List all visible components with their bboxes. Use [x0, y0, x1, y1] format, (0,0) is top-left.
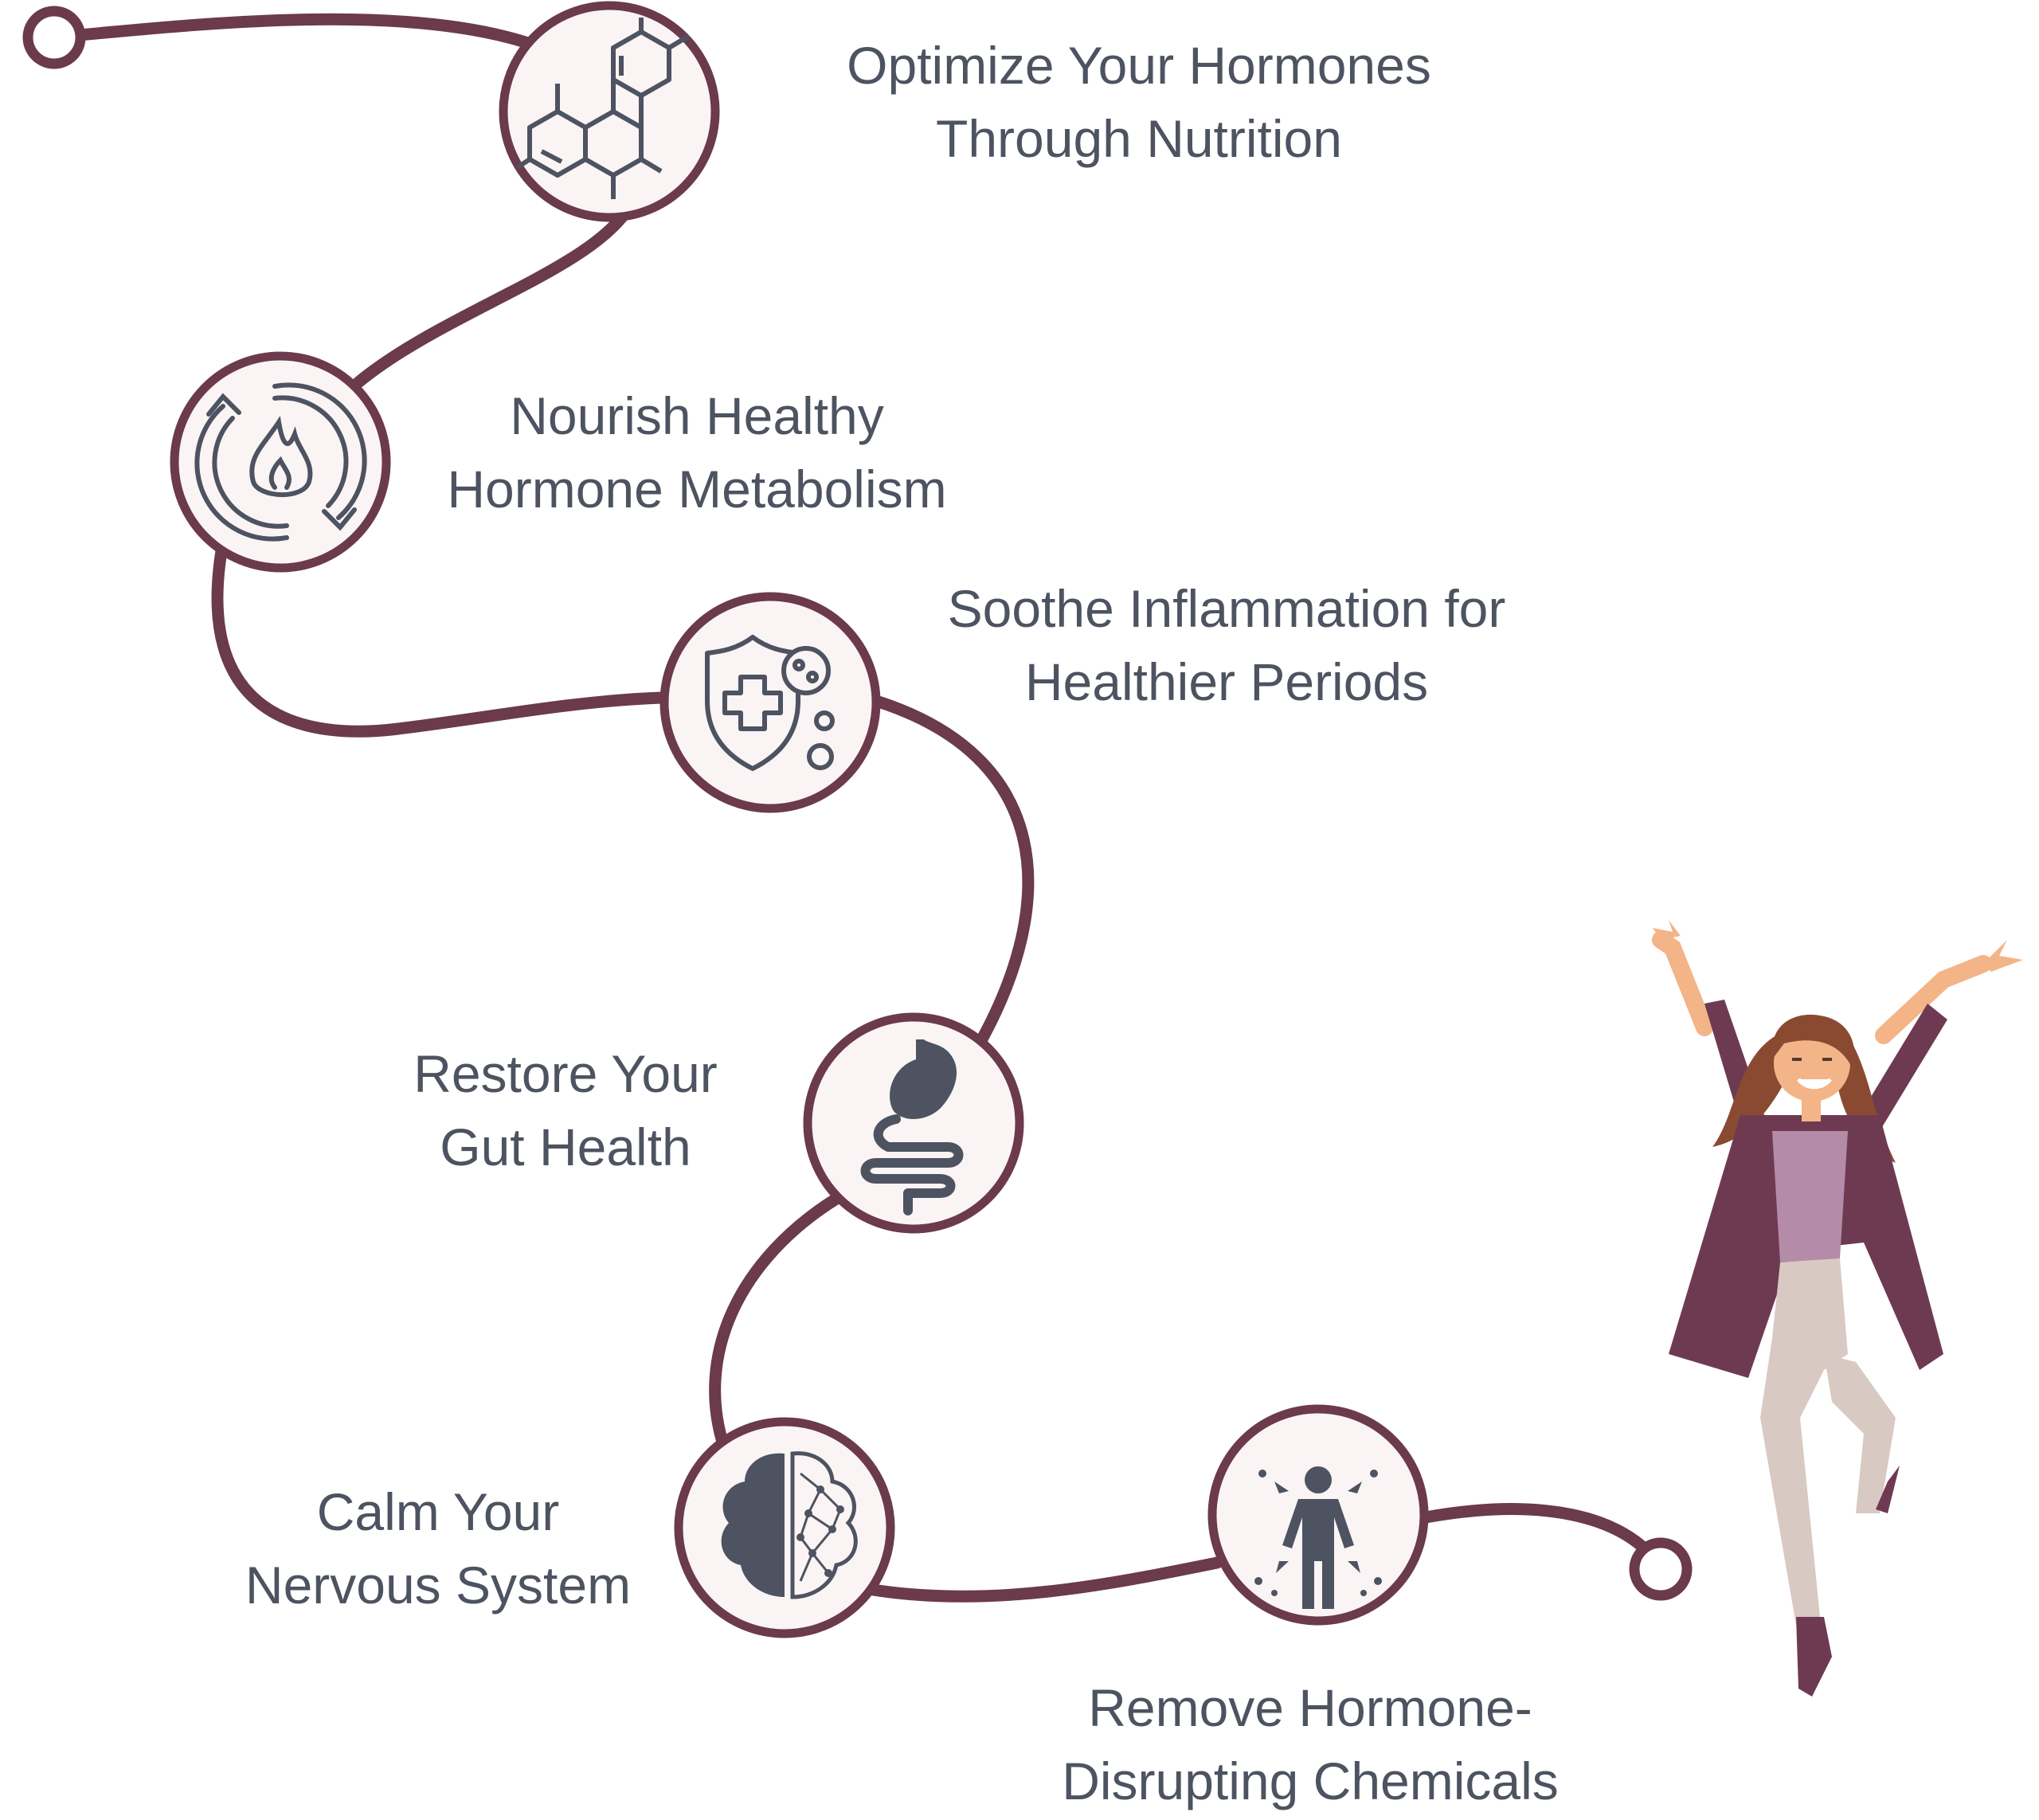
step-1-line-2: Through Nutrition [936, 109, 1342, 168]
step-2-line-2: Hormone Metabolism [447, 460, 947, 519]
woman-jumping-celebrating-illustration [1652, 920, 2023, 1697]
step-label-6: Remove Hormone- Disrupting Chemicals [1027, 1671, 1593, 1818]
immune-shield-icon [705, 635, 835, 771]
body-detox-icon [1254, 1466, 1382, 1609]
stomach-intestine-icon [860, 1039, 964, 1215]
step-label-2: Nourish Healthy Hormone Metabolism [382, 379, 1012, 526]
step-node-6 [1207, 1404, 1429, 1626]
step-1-line-1: Optimize Your Hormones [847, 36, 1431, 95]
path-start-marker [22, 6, 86, 69]
step-label-3: Soothe Inflammation for Healthier Period… [900, 572, 1553, 718]
step-2-line-1: Nourish Healthy [510, 386, 884, 445]
step-label-4: Restore Your Gut Health [366, 1037, 765, 1184]
step-3-line-1: Soothe Inflammation for [947, 579, 1506, 638]
step-node-5 [674, 1417, 895, 1638]
step-5-line-2: Nervous System [245, 1556, 632, 1615]
hormone-molecule-icon [516, 18, 691, 199]
path-end-marker [1629, 1537, 1693, 1601]
step-label-1: Optimize Your Hormones Through Nutrition [741, 29, 1537, 175]
step-6-line-1: Remove Hormone- [1088, 1678, 1532, 1737]
step-4-line-1: Restore Your [413, 1044, 718, 1103]
step-node-3 [659, 592, 881, 813]
step-3-line-2: Healthier Periods [1024, 652, 1429, 711]
metabolism-flame-cycle-icon [194, 382, 367, 542]
step-node-2 [170, 351, 391, 573]
step-5-line-1: Calm Your [316, 1482, 560, 1541]
step-label-5: Calm Your Nervous System [211, 1475, 665, 1622]
brain-network-icon [721, 1451, 858, 1599]
step-node-1 [499, 1, 720, 222]
step-4-line-2: Gut Health [440, 1117, 691, 1176]
step-6-line-2: Disrupting Chemicals [1062, 1752, 1559, 1810]
journey-path [48, 13, 1667, 1603]
step-node-4 [803, 1012, 1024, 1234]
